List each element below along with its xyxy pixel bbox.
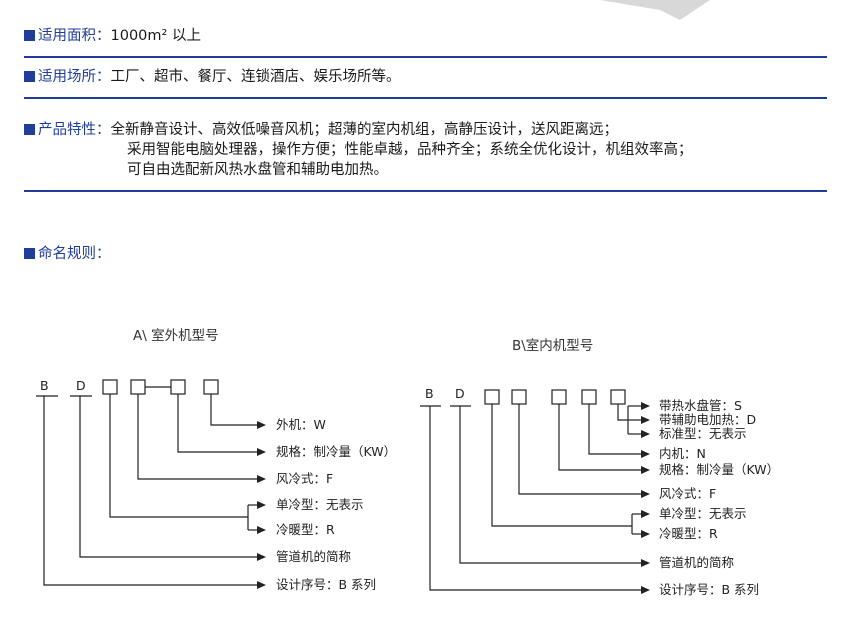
code-box xyxy=(581,389,597,405)
code-box xyxy=(130,379,146,395)
naming-rules-label: 命名规则： xyxy=(38,246,111,262)
connector-line xyxy=(518,404,642,495)
code-box xyxy=(551,389,567,405)
connector-line xyxy=(210,394,258,426)
connector-line xyxy=(588,404,642,455)
bullet-square-icon xyxy=(24,30,35,41)
spec-features-label: 产品特性： xyxy=(38,122,111,138)
connector-line xyxy=(459,406,642,564)
spec-places-label: 适用场所： xyxy=(38,69,111,85)
outdoor-label: 冷暖型：R xyxy=(276,522,335,537)
indoor-label: 管道机的简称 xyxy=(659,555,734,570)
spec-features-line: 全新静音设计、高效低噪音风机；超薄的室内机组，高静压设计，送风距离远； xyxy=(110,122,619,138)
connector-line xyxy=(429,406,642,591)
spec-features-row: 产品特性：全新静音设计、高效低噪音风机；超薄的室内机组，高静压设计，送风距离远； xyxy=(24,121,618,140)
connector-line xyxy=(79,396,258,558)
indoor-letter-b: B xyxy=(425,386,434,401)
naming-rules-heading: 命名规则： xyxy=(24,245,111,264)
code-box xyxy=(610,389,626,405)
code-box xyxy=(203,379,219,395)
outdoor-label: 设计序号：B 系列 xyxy=(276,577,376,592)
indoor-label: 带热水盘管：S xyxy=(659,398,742,413)
divider xyxy=(24,190,827,192)
outdoor-letter-b: B xyxy=(40,378,49,393)
divider xyxy=(24,97,827,99)
outdoor-label: 外机：W xyxy=(276,417,326,432)
indoor-label: 标准型：无表示 xyxy=(659,426,747,441)
spec-area-label: 适用面积： xyxy=(38,28,111,44)
indoor-label: 带辅助电加热：D xyxy=(659,412,756,427)
bullet-square-icon xyxy=(24,71,35,82)
connector-line xyxy=(109,394,248,518)
spec-features-line: 可自由选配新风热水盘管和辅助电加热。 xyxy=(127,162,388,178)
connector-line xyxy=(177,394,258,453)
spec-places-row: 适用场所：工厂、超市、餐厅、连锁酒店、娱乐场所等。 xyxy=(24,68,401,87)
arrow-head-icon xyxy=(641,416,650,424)
arrow-head-icon xyxy=(641,490,650,498)
spec-places-value: 工厂、超市、餐厅、连锁酒店、娱乐场所等。 xyxy=(110,69,401,85)
outdoor-letter-d: D xyxy=(76,378,86,393)
outdoor-title: A\ 室外机型号 xyxy=(133,327,219,344)
indoor-label: 冷暖型：R xyxy=(659,526,718,541)
indoor-letter-d: D xyxy=(455,386,465,401)
bullet-square-icon xyxy=(24,248,35,259)
arrow-head-icon xyxy=(257,581,266,589)
arrow-head-icon xyxy=(257,553,266,561)
outdoor-label: 单冷型：无表示 xyxy=(276,497,364,512)
arrow-head-icon xyxy=(641,450,650,458)
arrow-head-icon xyxy=(257,526,266,534)
outdoor-diagram: A\ 室外机型号 B D 外机：W 规格：制冷量（KW） 风冷式 xyxy=(36,327,396,592)
code-box xyxy=(102,379,118,395)
spec-features-line: 采用智能电脑处理器，操作方便；性能卓越，品种齐全；系统全优化设计，机组效率高； xyxy=(127,142,693,158)
connector-line xyxy=(617,404,628,421)
arrow-head-icon xyxy=(641,559,650,567)
code-box xyxy=(484,389,500,405)
arrow-head-icon xyxy=(641,430,650,438)
outdoor-label: 管道机的简称 xyxy=(276,549,351,564)
indoor-label: 风冷式：F xyxy=(659,486,716,501)
code-box xyxy=(511,389,527,405)
arrow-head-icon xyxy=(641,466,650,474)
code-box xyxy=(170,379,186,395)
arrow-head-icon xyxy=(641,530,650,538)
indoor-label: 规格：制冷量（KW） xyxy=(659,462,779,477)
decorative-ribbon xyxy=(600,0,710,20)
arrow-head-icon xyxy=(641,510,650,518)
spec-area-value: 1000m² 以上 xyxy=(110,28,201,44)
indoor-label: 单冷型：无表示 xyxy=(659,506,747,521)
arrow-head-icon xyxy=(257,475,266,483)
arrow-head-icon xyxy=(641,402,650,410)
indoor-title: B\室内机型号 xyxy=(512,337,593,354)
spec-area-row: 适用面积：1000m² 以上 xyxy=(24,27,201,46)
arrow-head-icon xyxy=(641,586,650,594)
connector-line xyxy=(43,396,258,586)
indoor-diagram: B\室内机型号 B D xyxy=(420,337,779,597)
indoor-label: 内机：N xyxy=(659,446,706,461)
connector-line xyxy=(491,404,632,527)
divider xyxy=(24,56,827,58)
arrow-head-icon xyxy=(257,421,266,429)
indoor-label: 设计序号：B 系列 xyxy=(659,582,759,597)
bullet-square-icon xyxy=(24,124,35,135)
connector-line xyxy=(558,404,642,471)
arrow-head-icon xyxy=(257,448,266,456)
outdoor-label: 规格：制冷量（KW） xyxy=(276,444,396,459)
arrow-head-icon xyxy=(257,501,266,509)
connector-line xyxy=(137,394,258,480)
outdoor-label: 风冷式：F xyxy=(276,471,333,486)
